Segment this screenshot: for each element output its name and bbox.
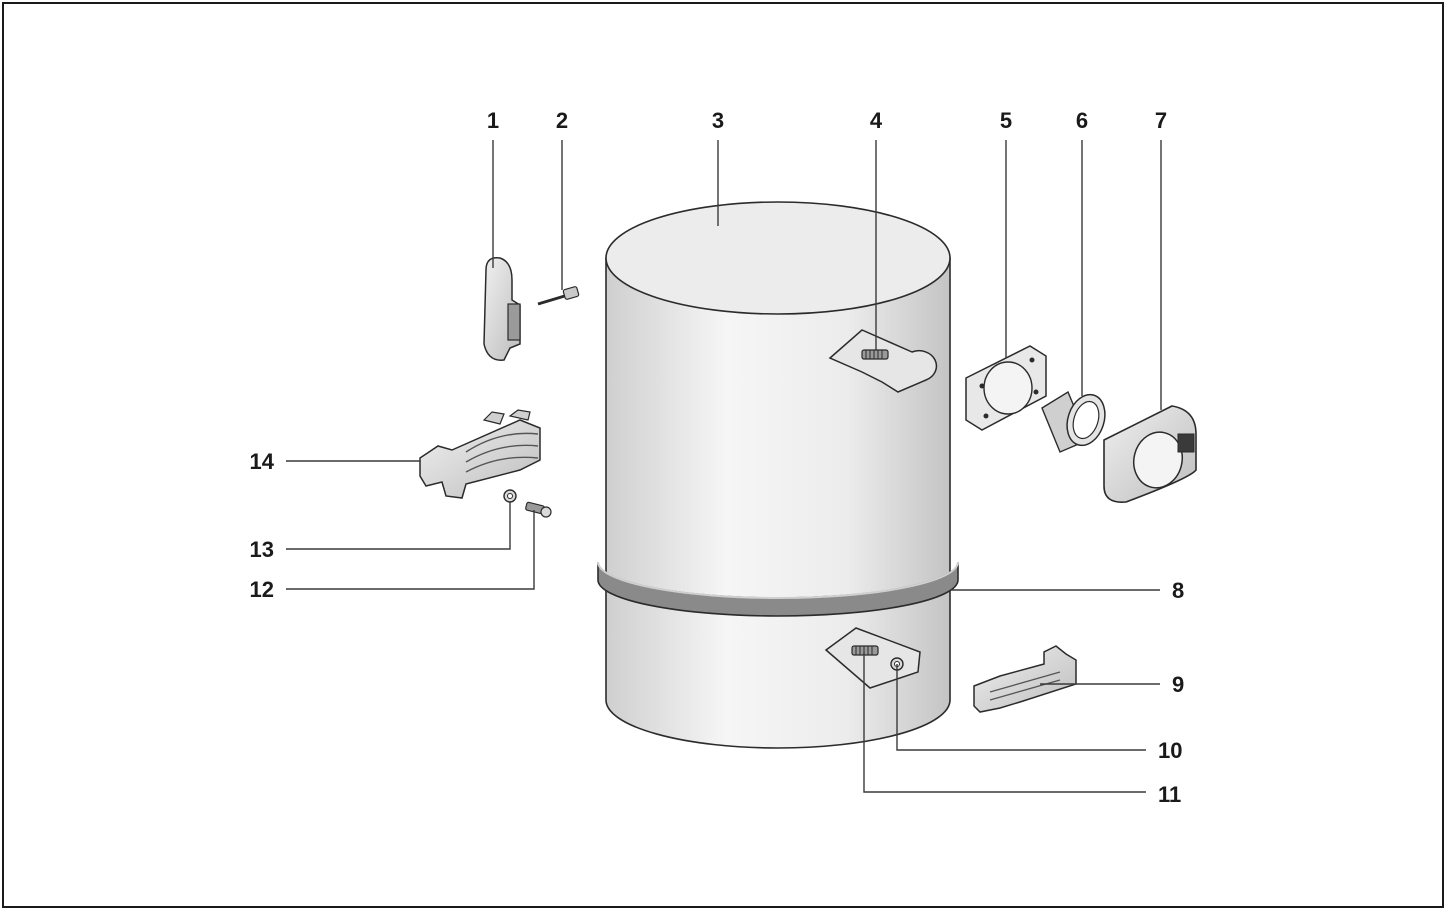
latch-bracket — [419, 409, 541, 499]
callout-label-2: 2 — [556, 108, 568, 133]
washer — [503, 489, 517, 503]
leader-line-12 — [286, 510, 535, 590]
inlet-cover — [1103, 405, 1197, 503]
callout-label-8: 8 — [1172, 578, 1184, 603]
latch-lever — [483, 257, 521, 361]
callout-label-9: 9 — [1172, 672, 1184, 697]
inlet-fitting — [1041, 390, 1106, 453]
leader-lines — [286, 140, 1162, 793]
seal-band — [597, 561, 959, 617]
callout-label-1: 1 — [487, 108, 499, 133]
callout-label-14: 14 — [250, 449, 275, 474]
leader-line-10 — [896, 664, 1146, 751]
gasket-plate — [965, 345, 1047, 431]
callout-label-4: 4 — [870, 108, 883, 133]
screw — [525, 501, 552, 518]
leader-line-13 — [286, 502, 511, 550]
upper-mount-plate — [828, 329, 938, 393]
callout-label-6: 6 — [1076, 108, 1088, 133]
canister-body — [605, 201, 951, 749]
hinge-pin — [537, 286, 580, 306]
leader-line-11 — [863, 652, 1146, 793]
callout-label-11: 11 — [1158, 782, 1181, 807]
callout-label-12: 12 — [250, 577, 274, 602]
callout-label-7: 7 — [1155, 108, 1167, 133]
callout-label-3: 3 — [712, 108, 724, 133]
handle-bracket — [973, 645, 1077, 713]
callout-label-13: 13 — [250, 537, 274, 562]
callout-label-10: 10 — [1158, 738, 1182, 763]
callout-label-5: 5 — [1000, 108, 1012, 133]
